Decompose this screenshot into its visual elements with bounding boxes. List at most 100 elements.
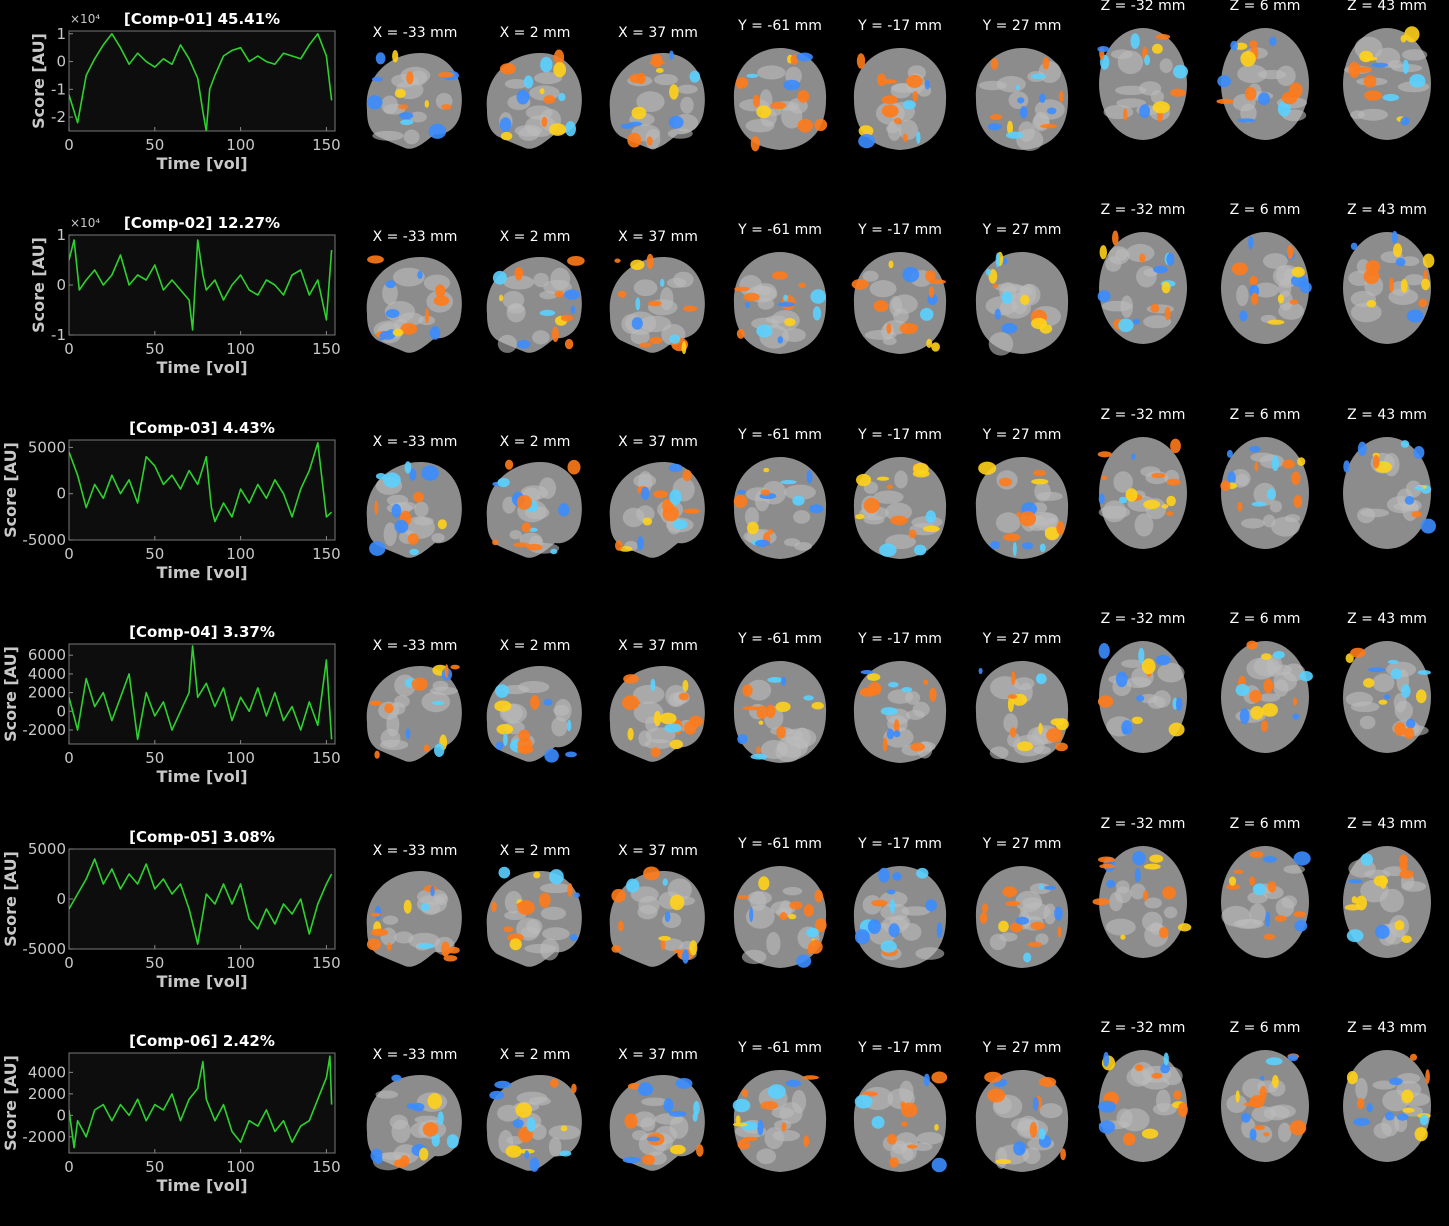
brain-slice-sag <box>475 653 595 783</box>
slice-label: Z = 6 mm <box>1230 1020 1301 1036</box>
activation-blob <box>400 1155 409 1166</box>
activation-blob <box>1098 856 1115 862</box>
activation-blob <box>544 749 559 763</box>
slice-label: Y = -17 mm <box>858 18 942 34</box>
activation-blob <box>632 107 647 120</box>
brain-slice-ax <box>1327 222 1447 352</box>
activation-blob <box>641 486 650 499</box>
activation-blob <box>1017 97 1024 103</box>
tissue-texture <box>507 303 526 322</box>
activation-blob <box>367 938 381 950</box>
y-tick-label: -2000 <box>22 1128 66 1146</box>
activation-blob <box>1237 502 1242 511</box>
tissue-texture <box>394 931 413 943</box>
activation-blob <box>871 899 887 906</box>
activation-blob <box>549 123 566 136</box>
activation-blob <box>803 695 813 700</box>
brain-slice-cor <box>720 449 840 579</box>
activation-blob <box>929 688 936 702</box>
activation-blob <box>1002 886 1017 897</box>
brain-slice-cor <box>962 40 1082 170</box>
activation-blob <box>855 1095 873 1109</box>
activation-blob <box>855 929 870 944</box>
slice-label: Z = -32 mm <box>1101 202 1186 218</box>
activation-blob <box>1404 26 1419 42</box>
activation-blob <box>757 1120 763 1136</box>
activation-blob <box>614 259 620 263</box>
activation-blob <box>651 54 663 67</box>
tissue-texture <box>390 1115 408 1130</box>
activation-blob <box>783 295 788 301</box>
slice-label: X = -33 mm <box>373 843 458 859</box>
activation-blob <box>890 899 895 914</box>
tissue-texture <box>766 931 780 954</box>
activation-blob <box>1249 690 1262 703</box>
activation-blob <box>1389 1078 1403 1086</box>
slice-label: X = -33 mm <box>373 638 458 654</box>
activation-blob <box>907 1145 917 1149</box>
y-tick-label: -5000 <box>22 940 66 958</box>
slice-label: Y = -61 mm <box>738 222 822 238</box>
activation-blob <box>1001 323 1017 334</box>
activation-blob <box>387 942 392 950</box>
tissue-texture <box>1039 61 1061 83</box>
activation-blob <box>1040 543 1046 552</box>
exponent-label: ×10⁴ <box>70 12 100 26</box>
tissue-texture <box>1039 1103 1062 1118</box>
tissue-texture <box>999 932 1017 941</box>
activation-blob <box>540 57 552 73</box>
activation-blob <box>1237 118 1255 122</box>
activation-blob <box>1263 933 1275 939</box>
tissue-texture <box>891 295 918 314</box>
brain-slice-ax <box>1327 18 1447 148</box>
plot-title: [Comp-05] 3.08% <box>129 828 275 846</box>
tissue-texture <box>1103 105 1133 119</box>
activation-blob <box>406 71 413 84</box>
activation-blob <box>623 1157 641 1163</box>
activation-blob <box>1359 51 1373 62</box>
y-tick-label: -1 <box>51 326 66 344</box>
activation-blob <box>376 473 386 479</box>
tissue-texture <box>542 927 570 940</box>
activation-blob <box>493 271 507 285</box>
brain-slice-sag <box>475 449 595 579</box>
tissue-texture <box>634 280 658 297</box>
activation-blob <box>1116 672 1128 687</box>
activation-blob <box>1165 307 1171 321</box>
y-tick-label: 0 <box>56 702 66 720</box>
y-tick-label: 2000 <box>28 684 66 702</box>
activation-blob <box>990 541 1000 549</box>
activation-blob <box>421 903 430 911</box>
slice-label: X = 2 mm <box>500 638 571 654</box>
activation-blob <box>1415 1127 1428 1141</box>
activation-blob <box>1037 674 1041 682</box>
x-tick-label: 50 <box>145 954 164 972</box>
activation-blob <box>1355 67 1372 73</box>
tissue-texture <box>380 740 409 750</box>
activation-blob <box>995 309 1001 320</box>
activation-blob <box>889 1157 899 1167</box>
x-axis-label: Time [vol] <box>156 563 247 582</box>
activation-blob <box>555 291 564 298</box>
activation-blob <box>1401 1090 1413 1104</box>
activation-blob <box>810 290 826 304</box>
activation-blob <box>1098 451 1112 457</box>
activation-blob <box>1038 723 1042 735</box>
activation-blob <box>395 89 406 98</box>
activation-blob <box>669 51 674 60</box>
activation-blob <box>1241 1113 1251 1123</box>
activation-blob <box>565 339 573 349</box>
activation-blob <box>673 519 688 529</box>
y-axis-label: Score [AU] <box>29 237 48 333</box>
activation-blob <box>663 878 668 885</box>
x-tick-label: 50 <box>145 1158 164 1176</box>
activation-blob <box>494 701 511 712</box>
activation-blob <box>448 946 460 953</box>
slice-label: Z = 43 mm <box>1347 0 1427 14</box>
activation-blob <box>642 1155 655 1166</box>
activation-blob <box>925 899 937 911</box>
activation-blob <box>1407 310 1424 323</box>
activation-blob <box>660 279 664 287</box>
activation-blob <box>418 943 435 949</box>
